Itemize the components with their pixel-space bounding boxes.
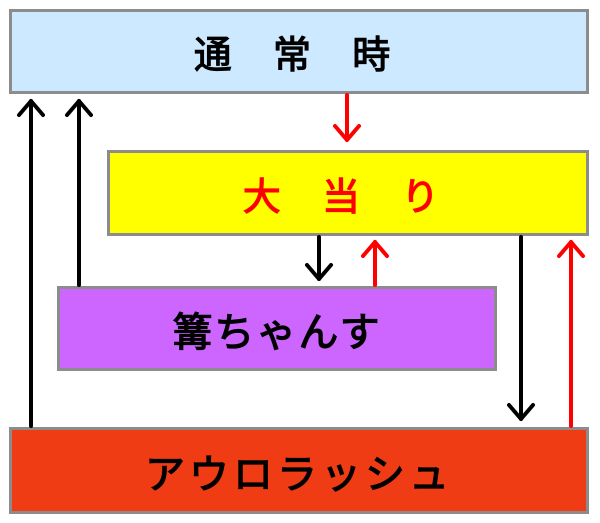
state-aura-rush-label: アウロラッシュ [145,451,453,498]
arrow-jackpot-to-aura-rush [507,235,535,421]
arrow-aura-rush-to-normal [17,99,45,428]
state-kagaribi-chance-label: 篝ちゃんす [172,309,382,356]
arrow-kagaribi-to-normal [65,99,93,287]
state-normal-box: 通 常 時 [9,9,589,94]
state-aura-rush-box: アウロラッシュ [9,427,589,514]
arrow-aura-rush-to-jackpot [557,240,585,428]
arrow-kagaribi-to-jackpot [361,240,389,287]
arrow-jackpot-to-kagaribi [305,235,333,281]
state-jackpot-box: 大 当 り [107,150,589,236]
state-kagaribi-chance-box: 篝ちゃんす [57,286,497,371]
state-normal-label: 通 常 時 [193,33,405,77]
arrow-normal-to-jackpot [333,93,361,142]
state-jackpot-label: 大 当 り [242,174,454,219]
